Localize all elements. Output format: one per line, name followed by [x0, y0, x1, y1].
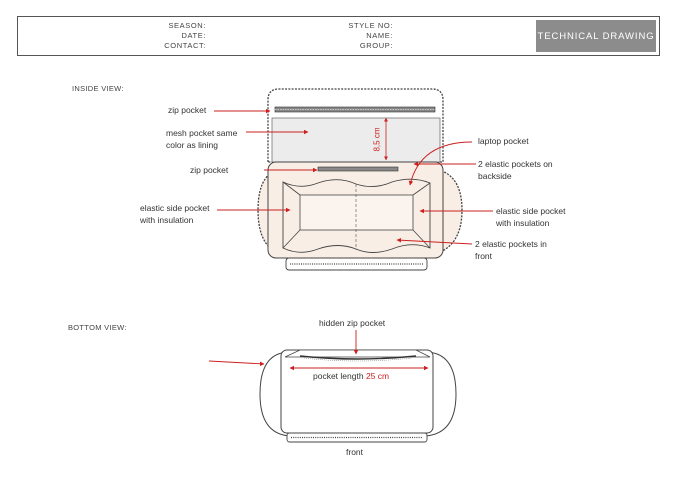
- label-elastic-right-2: with insulation: [496, 218, 550, 228]
- inside-view-title: INSIDE VIEW:: [72, 84, 124, 93]
- inside-view-arrows: [214, 108, 493, 245]
- label-laptop-pocket: laptop pocket: [478, 136, 529, 146]
- label-elastic-right-1: elastic side pocket: [496, 206, 566, 216]
- header-box: SEASON: DATE: CONTACT: STYLE NO: NAME: G…: [17, 16, 660, 56]
- contact-label: CONTACT:: [164, 41, 206, 50]
- arrow-laptop-pocket: [408, 141, 473, 186]
- label-elastic-front-2: front: [475, 251, 493, 261]
- label-pocket-length: pocket length 25 cm: [313, 371, 389, 382]
- label-mesh-pocket-1: mesh pocket same: [166, 128, 238, 138]
- middle-zipper: [317, 166, 399, 172]
- label-zip-pocket-top: zip pocket: [168, 105, 207, 115]
- label-mesh-pocket-2: color as lining: [166, 140, 218, 150]
- arrow-elastic-front: [396, 237, 473, 245]
- style-no-label: STYLE NO:: [348, 21, 393, 30]
- bottom-view-title: BOTTOM VIEW:: [68, 323, 127, 332]
- pocket-length-value: 25 cm: [365, 371, 390, 381]
- dimension-label: 8,5 cm: [372, 127, 382, 152]
- label-elastic-left-1: elastic side pocket: [140, 203, 210, 213]
- label-elastic-back-1: 2 elastic pockets on: [478, 159, 553, 169]
- hidden-zip-pocket: [284, 349, 431, 358]
- pocket-length-text: pocket length: [313, 371, 364, 381]
- technical-drawing-badge: TECHNICAL DRAWING: [536, 20, 656, 52]
- label-elastic-left-2: with insulation: [140, 215, 194, 225]
- label-zip-pocket-mid: zip pocket: [190, 165, 229, 175]
- date-label: DATE:: [181, 31, 206, 40]
- bottom-view-arrows: [208, 330, 429, 371]
- label-hidden-zip: hidden zip pocket: [319, 318, 386, 328]
- arrow-bottom-side: [208, 360, 265, 367]
- mesh-pocket: [271, 117, 441, 163]
- label-front: front: [346, 447, 364, 457]
- bottom-view-drawing: [259, 349, 457, 443]
- inner-tray: [299, 194, 414, 231]
- bottom-body: [280, 349, 434, 434]
- label-elastic-back-2: backside: [478, 171, 512, 181]
- inside-view-drawing: [257, 88, 463, 271]
- label-elastic-front-1: 2 elastic pockets in: [475, 239, 547, 249]
- season-label: SEASON:: [168, 21, 206, 30]
- group-label: GROUP:: [359, 41, 393, 50]
- name-label: NAME:: [366, 31, 393, 40]
